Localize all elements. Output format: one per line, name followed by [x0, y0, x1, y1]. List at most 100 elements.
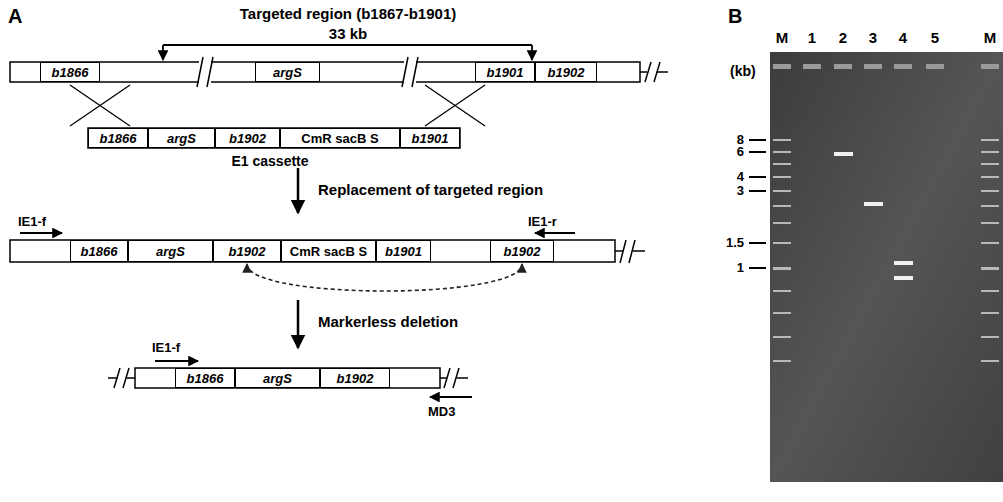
gene-box: CmR sacB S	[280, 128, 400, 148]
figure-label: 3	[869, 30, 877, 47]
dna-band	[864, 202, 883, 206]
gene-box: argS	[255, 62, 320, 82]
ladder-band	[981, 267, 999, 270]
recombination-arrow	[247, 264, 522, 291]
gene-box: b1901	[475, 62, 535, 82]
ladder-band	[981, 312, 999, 314]
gene-box: b1866	[175, 368, 235, 388]
gel-image	[770, 52, 1003, 482]
ladder-band	[981, 290, 999, 292]
step-arrow	[297, 168, 300, 213]
size-tick	[749, 267, 766, 269]
ladder-band	[773, 163, 791, 165]
gene-box: b1866	[40, 62, 100, 82]
gene-box: b1902	[213, 240, 281, 262]
break-mark	[645, 62, 651, 82]
gene-name: CmR sacB S	[301, 132, 378, 145]
break-mark	[654, 62, 660, 82]
gene-name: b1902	[337, 372, 374, 385]
break-mark	[207, 57, 213, 87]
figure-label: 1	[737, 261, 744, 275]
figure-label: IE1-f	[152, 341, 180, 355]
figure-label: 4	[899, 30, 907, 47]
gel-well	[803, 64, 821, 69]
figure-label: IE1-f	[18, 215, 46, 229]
gene-box: b1901	[400, 128, 460, 148]
figure-label: MD3	[428, 405, 455, 419]
size-tick	[749, 139, 766, 141]
ladder-band	[773, 190, 791, 192]
figure-label: M	[776, 30, 789, 47]
dna-band	[894, 276, 913, 280]
gene-box: CmR sacB S	[281, 240, 376, 262]
ladder-band	[981, 151, 999, 153]
ladder-band	[773, 312, 791, 314]
ladder-band	[981, 176, 999, 178]
figure-label: (kb)	[730, 64, 756, 79]
primer-arrow	[155, 360, 198, 362]
figure-label: M	[984, 30, 997, 47]
figure-label: Markerless deletion	[318, 314, 458, 331]
gel-well	[926, 64, 944, 69]
ladder-band	[773, 267, 791, 270]
gene-box: argS	[128, 240, 213, 262]
figure-label: 4	[737, 170, 744, 184]
gel-well	[864, 64, 882, 69]
figure-label: Replacement of targeted region	[318, 182, 543, 199]
chromosome-bar	[10, 62, 640, 82]
chromosome-bar	[135, 368, 440, 388]
panel-letter: B	[728, 5, 742, 27]
ladder-band	[981, 139, 999, 141]
gene-name: argS	[263, 372, 292, 385]
bracket-line	[163, 44, 532, 46]
break-mark	[402, 57, 408, 87]
step-arrow	[297, 300, 300, 348]
figure-label: IE1-r	[528, 215, 557, 229]
ladder-band	[773, 290, 791, 292]
ladder-band	[773, 151, 791, 153]
break-mark	[444, 368, 450, 388]
figure-label: 1	[808, 30, 816, 47]
break-mark	[620, 240, 626, 263]
break-mark	[629, 240, 635, 263]
panel-letter: A	[8, 5, 22, 27]
gene-box: b1902	[535, 62, 597, 82]
gene-name: argS	[273, 66, 302, 79]
gene-name: b1902	[548, 66, 585, 79]
gene-name: b1902	[229, 132, 266, 145]
gel-well	[894, 64, 912, 69]
dna-band	[834, 152, 853, 156]
gene-name: CmR sacB S	[290, 245, 367, 258]
chromosome-bar	[10, 240, 615, 262]
figure-label: 1.5	[726, 236, 744, 250]
break-mark	[197, 57, 203, 87]
gene-name: b1902	[229, 245, 266, 258]
ladder-band	[773, 336, 791, 338]
cassette-bar	[88, 128, 460, 148]
crossover-line	[425, 85, 485, 126]
gel-well	[981, 64, 999, 69]
dna-band	[894, 261, 913, 265]
figure-label: Targeted region (b1867-b1901)	[240, 6, 456, 23]
size-tick	[749, 190, 766, 192]
gene-name: b1866	[100, 132, 137, 145]
size-tick	[749, 176, 766, 178]
gene-name: b1866	[52, 66, 89, 79]
gene-box: b1902	[215, 128, 280, 148]
break-mark	[114, 368, 120, 388]
ladder-band	[981, 190, 999, 192]
gene-name: argS	[167, 132, 196, 145]
gene-name: b1866	[187, 372, 224, 385]
figure-label: 5	[931, 30, 939, 47]
break-mark	[123, 368, 129, 388]
break-mark	[453, 368, 459, 388]
gene-box: b1866	[88, 128, 148, 148]
bracket-arrow	[162, 45, 164, 60]
crossover-line	[70, 85, 130, 126]
gel-well	[773, 64, 791, 69]
figure-label: 6	[737, 145, 744, 159]
primer-arrow	[535, 232, 575, 234]
gene-box: argS	[235, 368, 320, 388]
gene-box: argS	[148, 128, 215, 148]
gene-name: b1902	[504, 245, 541, 258]
